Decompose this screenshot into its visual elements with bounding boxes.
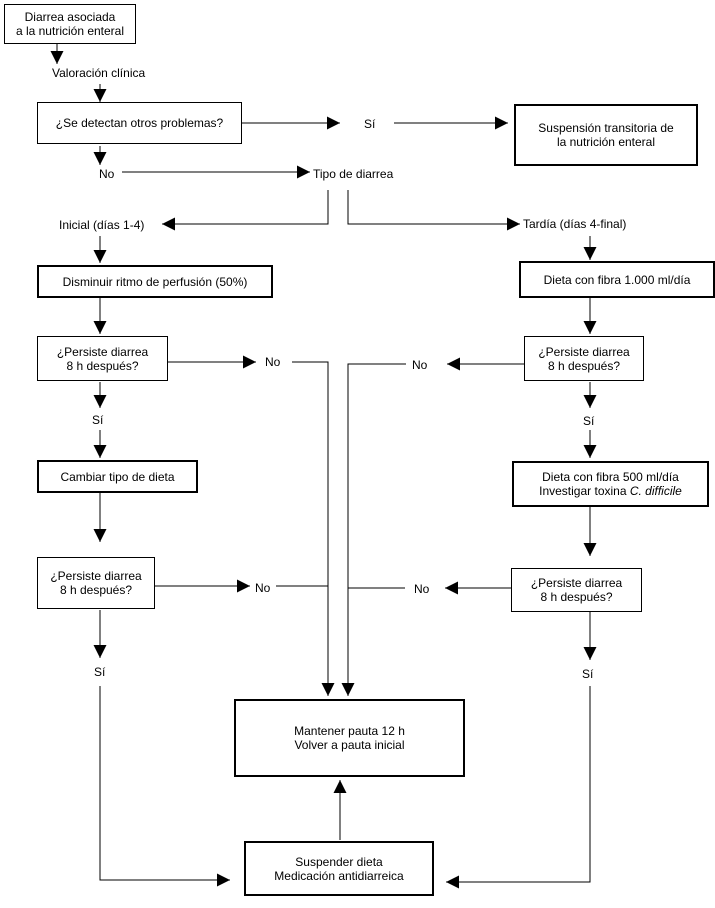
persist-l1-line2: 8 h después?: [66, 358, 139, 373]
maintain-line1: Mantener pauta 12 h: [294, 724, 405, 738]
persist-r1-line2: 8 h después?: [547, 358, 621, 373]
node-fiber-500: Dieta con fibra 500 ml/día Investigar to…: [512, 461, 709, 507]
node-check-other-problems: ¿Se detectan otros problemas?: [37, 102, 242, 144]
persist-r2-line1: ¿Persiste diarrea: [530, 576, 623, 590]
label-yes-right-2: Sí: [582, 667, 594, 681]
label-no-left-1: No: [265, 355, 281, 369]
check-other-text: ¿Se detectan otros problemas?: [55, 116, 224, 130]
persist-r1-line1: ¿Persiste diarrea: [538, 344, 630, 359]
label-diarrhea-type: Tipo de diarrea: [313, 167, 394, 181]
label-no-right-2: No: [414, 582, 430, 596]
maintain-line2: Volver a pauta inicial: [294, 738, 405, 752]
stop-diet-line2: Medicación antidiarreica: [274, 868, 404, 883]
label-late: Tardía (días 4-final): [523, 217, 627, 231]
node-fiber-1000: Dieta con fibra 1.000 ml/día: [519, 261, 715, 298]
label-yes-left-2: Sí: [94, 665, 106, 679]
label-initial: Inicial (días 1-4): [59, 218, 145, 232]
arrow-type-to-late: [347, 190, 520, 231]
label-yes-right-1: Sí: [583, 414, 595, 428]
label-yes-left-1: Sí: [92, 413, 104, 427]
label-yes-top: Sí: [364, 117, 376, 131]
persist-l2-line1: ¿Persiste diarrea: [50, 569, 142, 583]
label-no-left-2: No: [255, 581, 271, 595]
fiber-1000-text: Dieta con fibra 1.000 ml/día: [543, 272, 691, 287]
start-line2: a la nutrición enteral: [15, 24, 125, 38]
node-change-diet: Cambiar tipo de dieta: [37, 460, 198, 493]
fiber-500-line2-organism: C. difficile: [629, 484, 682, 498]
reduce-rate-text: Disminuir ritmo de perfusión (50%): [62, 274, 248, 289]
stop-diet-line1: Suspender dieta: [295, 854, 383, 869]
label-no-right-1: No: [412, 358, 428, 372]
persist-r2-line2: 8 h después?: [540, 590, 613, 604]
suspend-line1: Suspensión transitoria de: [538, 121, 674, 135]
label-clinical-assessment: Valoración clínica: [52, 66, 146, 80]
fiber-500-line1: Dieta con fibra 500 ml/día: [542, 470, 679, 484]
arrow-yes-left-to-stop: [99, 686, 230, 887]
fiber-500-line2-prefix: Investigar toxina: [539, 484, 630, 498]
persist-l1-line1: ¿Persiste diarrea: [56, 344, 149, 359]
arrow-no-left-to-maintain: [292, 361, 335, 696]
start-line1: Diarrea asociada: [24, 10, 116, 24]
arrow-type-to-initial: [162, 190, 329, 231]
suspend-line2: la nutrición enteral: [556, 135, 656, 149]
label-no-top: No: [99, 167, 115, 181]
persist-l2-line2: 8 h después?: [59, 583, 133, 597]
change-diet-text: Cambiar tipo de dieta: [60, 469, 175, 484]
node-reduce-rate: Disminuir ritmo de perfusión (50%): [37, 265, 273, 298]
fiber-500-line2: Investigar toxina C. difficile: [539, 484, 682, 498]
arrow-yes-right-to-stop: [446, 686, 591, 889]
arrow-no-right-to-maintain: [341, 363, 406, 696]
